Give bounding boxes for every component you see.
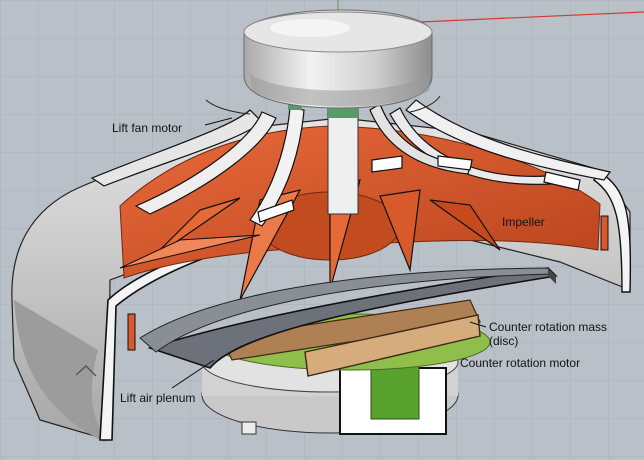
x-axis-line <box>419 11 644 23</box>
label-impeller: Impeller <box>502 215 545 229</box>
leader-lines <box>171 117 487 389</box>
lift-fan-motor-dome <box>90 9 612 227</box>
impeller-blade <box>379 189 421 273</box>
label-counter-rotation-mass-disc: (disc) <box>489 334 518 348</box>
motor-core <box>370 363 420 420</box>
label-counter-rotation-mass: Counter rotation mass <box>489 320 607 334</box>
shell-slots <box>257 155 581 223</box>
impeller <box>119 125 601 301</box>
lift-air-plenum-plate <box>139 267 558 369</box>
impeller-blade <box>119 234 261 269</box>
impeller-blade <box>429 199 501 251</box>
label-lift-fan-motor: Lift fan motor <box>112 121 182 135</box>
label-counter-rotation-motor: Counter rotation motor <box>460 356 580 370</box>
label-lift-air-plenum: Lift air plenum <box>120 391 195 405</box>
